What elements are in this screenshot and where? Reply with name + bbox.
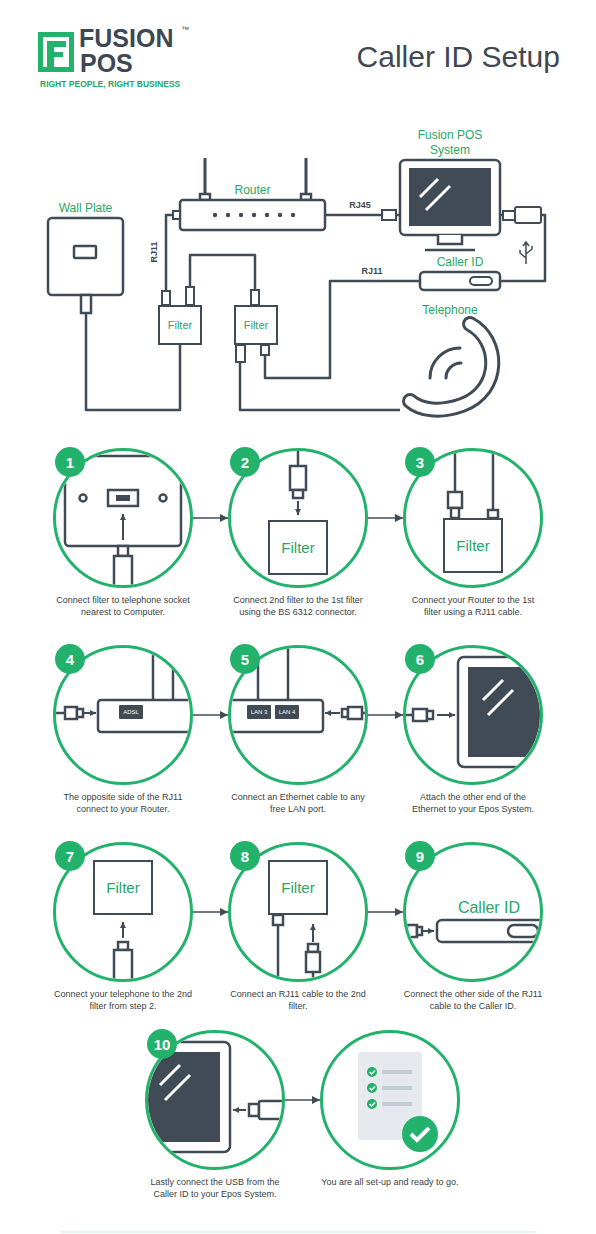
step-caption: Connect 2nd filter to the 1st filter usi…: [228, 594, 368, 618]
filter-box: Filter: [234, 305, 278, 345]
node-heading: Telephone: [400, 303, 500, 317]
device-outline: [400, 320, 500, 420]
filter-label: Filter: [106, 879, 139, 896]
step-caption: Attach the other end of the Ethernet to …: [403, 791, 543, 815]
logo-text: RIGHT PEOPLE, RIGHT BUSINESS: [40, 80, 180, 89]
node-heading: Caller ID: [437, 898, 541, 917]
step-number-text: 1: [66, 454, 74, 471]
filter-box: Filter: [93, 860, 153, 915]
logo-text: ™: [181, 26, 189, 34]
filter-label: Filter: [244, 319, 268, 331]
filter-label: Filter: [456, 537, 489, 554]
step-number: 6: [405, 644, 435, 674]
step-number: 7: [55, 841, 85, 871]
step-number-text: 4: [66, 651, 74, 668]
step-caption: Connect filter to telephone socket neare…: [53, 594, 193, 618]
step-number-text: 2: [241, 454, 249, 471]
filter-box: Filter: [158, 305, 202, 345]
step-number-text: 3: [416, 454, 424, 471]
filter-label: Filter: [281, 879, 314, 896]
step-arrow: [285, 1099, 320, 1101]
step-number-text: 10: [154, 1036, 171, 1053]
filter-box: Filter: [268, 520, 328, 575]
step-number-text: 9: [416, 848, 424, 865]
step-caption: Connect an RJ11 cable to the 2nd filter.: [228, 988, 368, 1012]
step-number: 8: [230, 841, 260, 871]
step-caption: Connect your telephone to the 2nd filter…: [53, 988, 193, 1012]
step-caption: The opposite side of the RJ11 connect to…: [53, 791, 193, 815]
step-arrow: [368, 714, 403, 716]
device-outline: [180, 200, 325, 230]
step-illustration: [53, 448, 558, 1152]
step-caption: You are all set-up and ready to go.: [320, 1176, 460, 1188]
step-number: 1: [55, 447, 85, 477]
device-node: Caller ID: [420, 255, 500, 290]
page-title: Caller ID Setup: [357, 40, 560, 74]
step-caption: Lastly connect the USB from the Caller I…: [145, 1176, 285, 1200]
device-outline: [420, 272, 500, 290]
node-heading: Wall Plate: [48, 201, 123, 215]
node-heading: Caller ID: [420, 255, 500, 269]
cable: [265, 281, 420, 378]
node-heading: Fusion POS System: [400, 128, 500, 157]
filter-label: Filter: [281, 539, 314, 556]
step-number-text: 8: [241, 848, 249, 865]
step-caption: Connect the other side of the RJ11 cable…: [403, 988, 543, 1012]
step-arrow: [368, 517, 403, 519]
device-outline: [48, 218, 123, 295]
port-label: ADSL: [123, 709, 139, 715]
filter-label: Filter: [168, 319, 192, 331]
logo-text: POS: [80, 51, 133, 76]
step-number: 4: [55, 644, 85, 674]
device-node: Wall Plate: [48, 201, 123, 295]
step-number: 2: [230, 447, 260, 477]
logo-text: FUSION: [79, 26, 173, 51]
device-node: Router: [180, 183, 325, 230]
step-number: 10: [147, 1029, 177, 1059]
cable: [500, 215, 545, 281]
device-outline: [400, 160, 500, 250]
cable: [190, 255, 255, 305]
device-outline: [437, 920, 541, 942]
step-arrow: [368, 911, 403, 913]
port-label: LAN 4: [279, 709, 296, 715]
filter-box: Filter: [268, 860, 328, 915]
step-caption: Connect your Router to the 1st filter us…: [403, 594, 543, 618]
device-node: Telephone: [400, 303, 500, 420]
step-arrow: [193, 714, 228, 716]
cable-label: RJ11: [360, 266, 383, 276]
step-arrow: [193, 517, 228, 519]
port-label: LAN 3: [251, 709, 268, 715]
step-number-text: 7: [66, 848, 74, 865]
step-number: 9: [405, 841, 435, 871]
device-node: Fusion POS System: [400, 128, 500, 250]
top-illustration: [48, 158, 541, 410]
cable: [240, 345, 400, 410]
device-node: Caller ID: [437, 898, 541, 942]
step-circle: You are all set-up and ready to go.: [320, 1030, 460, 1170]
cable-label: RJ11: [149, 240, 159, 263]
step-number: 5: [230, 644, 260, 674]
footer-rule: [60, 1232, 536, 1233]
logo-icon: [38, 32, 74, 72]
step-arrow: [193, 911, 228, 913]
step-number-text: 5: [241, 651, 249, 668]
step-number: 3: [405, 447, 435, 477]
step-number-text: 6: [416, 651, 424, 668]
step-caption: Connect an Ethernet cable to any free LA…: [228, 791, 368, 815]
node-heading: Router: [180, 183, 325, 197]
filter-box: Filter: [443, 518, 503, 573]
cable-label: RJ45: [348, 200, 372, 210]
